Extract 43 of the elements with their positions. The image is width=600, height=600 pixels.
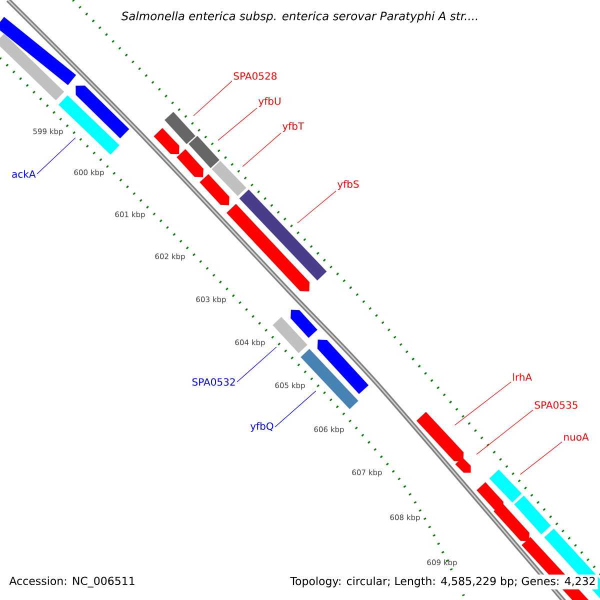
leader-line	[274, 390, 316, 428]
leader-line	[297, 190, 336, 224]
leader-line	[193, 80, 232, 116]
gene-block	[494, 503, 530, 542]
gene-label: yfbT	[282, 122, 304, 132]
gene-block	[317, 340, 369, 394]
gene-label: yfbU	[258, 97, 280, 107]
leader-line	[36, 138, 76, 174]
gene-block	[0, 16, 76, 86]
gene-block	[76, 86, 130, 138]
gene-block	[154, 128, 180, 154]
gene-block	[290, 310, 318, 338]
gene-block	[514, 496, 551, 534]
gene-block	[476, 482, 504, 510]
gene-label: nuoA	[564, 433, 589, 441]
gene-block	[455, 457, 471, 473]
leader-line	[454, 382, 512, 426]
genome-info-text: Topology: circular; Length: 4,585,229 bp; Genes: 4,232	[288, 574, 598, 590]
gene-block	[212, 160, 246, 196]
leader-line	[242, 132, 282, 167]
gene-block	[164, 112, 196, 144]
gene-label: yfbS	[338, 180, 359, 190]
gene-label: ackA	[12, 170, 36, 178]
gene-label: yfbQ	[250, 422, 274, 432]
gene-label: lrhA	[513, 373, 532, 381]
gene-block	[272, 316, 308, 354]
gene-block	[416, 412, 464, 462]
gene-label: SPA0532	[192, 378, 235, 386]
gene-block	[200, 174, 230, 206]
leader-line	[520, 442, 562, 475]
leader-line	[218, 108, 258, 141]
gene-block	[226, 204, 310, 292]
leader-line	[236, 346, 277, 382]
gene-block	[489, 470, 522, 502]
gene-label: SPA0535	[534, 401, 578, 409]
gene-label: SPA0528	[234, 72, 277, 80]
gene-block	[176, 149, 204, 178]
gene-block	[0, 34, 64, 100]
leader-line	[476, 410, 534, 455]
gene-block	[239, 190, 327, 280]
accession-text: Accession: NC_006511	[9, 576, 134, 588]
title: Salmonella enterica subsp. enterica serovar Paratyphi A str....	[121, 11, 478, 23]
gene-block	[188, 136, 220, 168]
